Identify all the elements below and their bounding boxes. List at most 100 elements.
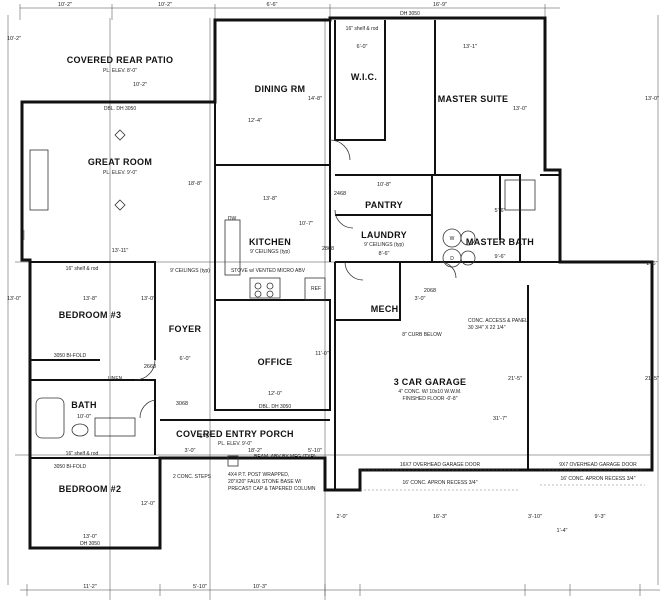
label-foyer: FOYER bbox=[169, 324, 202, 334]
dim-dining-w: 12'-4" bbox=[248, 118, 262, 124]
label-master-suite: MASTER SUITE bbox=[438, 94, 509, 104]
dim-right-3: 2'-6" bbox=[647, 261, 658, 267]
note-ref: REF bbox=[311, 286, 321, 292]
label-laundry: LAUNDRY bbox=[361, 230, 407, 240]
label-bedroom-2: BEDROOM #2 bbox=[59, 484, 122, 494]
dim-bot-1: 11'-2" bbox=[83, 584, 97, 590]
note-attic-size: 30 3/4" X 22 1/4" bbox=[468, 325, 506, 331]
dim-porch-w: 18'-2" bbox=[248, 448, 262, 454]
label-office: OFFICE bbox=[258, 357, 293, 367]
dim-master-h: 13'-0" bbox=[513, 106, 527, 112]
note-shelf-bed3: 16" shelf & rod bbox=[66, 266, 99, 272]
dim-kitchen-h: 10'-7" bbox=[299, 221, 313, 227]
dim-bed2-h: 12'-0" bbox=[141, 501, 155, 507]
label-covered-entry-porch: COVERED ENTRY PORCH bbox=[176, 429, 294, 439]
note-shelf-bed2: 16" shelf & rod bbox=[66, 451, 99, 457]
note-window-office: DBL. DH 3050 bbox=[259, 404, 291, 410]
exterior-walls bbox=[20, 16, 654, 550]
dim-pantry-w: 10'-8" bbox=[377, 182, 391, 188]
note-ceiling-9: 9' CEILINGS (typ) bbox=[170, 268, 210, 274]
dim-top-1: 10'-2" bbox=[58, 2, 72, 8]
dim-great-w: 13'-11" bbox=[112, 248, 129, 254]
dim-office-w: 12'-0" bbox=[268, 391, 282, 397]
dim-porch-h: 5'-6" bbox=[200, 434, 211, 440]
dim-right-1: 13'-0" bbox=[645, 96, 659, 102]
interior-walls bbox=[30, 20, 652, 490]
dim-right-2: 21'-5" bbox=[645, 376, 659, 382]
note-curb: 8" CURB BELOW bbox=[402, 332, 442, 338]
label-garage-slab: 4" CONC. W/ 10x10 W.W.M. bbox=[398, 389, 461, 395]
dim-bot-2: 5'-10" bbox=[193, 584, 207, 590]
note-garage-overhead-right: 9X7 OVERHEAD GARAGE DOOR bbox=[559, 462, 637, 468]
label-bedroom-3: BEDROOM #3 bbox=[59, 310, 122, 320]
label-garage-floor: FINISHED FLOOR -0'-8" bbox=[403, 396, 458, 402]
note-attic-access: CONC. ACCESS & PANEL bbox=[468, 318, 528, 324]
dim-dining-h: 14'-8" bbox=[308, 96, 322, 102]
label-patio-elev: PL. ELEV. 8'-0" bbox=[103, 68, 137, 74]
dim-top-4: 16'-9" bbox=[433, 2, 447, 8]
dim-master-w: 13'-1" bbox=[463, 44, 477, 50]
dim-garage-h: 21'-5" bbox=[508, 376, 522, 382]
dim-bed3-w: 13'-8" bbox=[83, 296, 97, 302]
dim-kitchen-w: 13'-8" bbox=[263, 196, 277, 202]
dim-bot-6: 3'-10" bbox=[528, 514, 542, 520]
dim-top-3: 6'-6" bbox=[267, 2, 278, 8]
notes: 16X7 OVERHEAD GARAGE DOOR 9X7 OVERHEAD G… bbox=[54, 11, 637, 547]
note-window-bedroom2: DH 3050 bbox=[80, 541, 100, 547]
dim-bed2-w: 13'-0" bbox=[83, 534, 97, 540]
dim-bath-w: 10'-0" bbox=[77, 414, 91, 420]
dim-door-3068: 3068 bbox=[176, 401, 188, 407]
dim-laundry-w: 8'-6" bbox=[379, 251, 390, 257]
dim-door-2068: 2068 bbox=[424, 288, 436, 294]
dim-bot-3: 10'-3" bbox=[253, 584, 267, 590]
dim-entry-1: 3'-0" bbox=[185, 448, 196, 454]
label-great-room: GREAT ROOM bbox=[88, 157, 152, 167]
note-window-master: DH 3050 bbox=[400, 11, 420, 17]
dimension-texts: 10'-2" 10'-2" 6'-6" 16'-9" 10'-2" 12'-4"… bbox=[7, 2, 659, 590]
dim-bed3-h: 13'-0" bbox=[141, 296, 155, 302]
dim-bot-4: 2'-0" bbox=[337, 514, 348, 520]
dim-door-2668: 2668 bbox=[144, 364, 156, 370]
dim-office-h: 11'-0" bbox=[315, 351, 329, 357]
note-washer: W bbox=[450, 236, 455, 242]
dim-left-2: 13'-0" bbox=[7, 296, 21, 302]
dim-bot-8: 1'-4" bbox=[557, 528, 568, 534]
label-mech: MECH. bbox=[371, 304, 402, 314]
note-garage-overhead: 16X7 OVERHEAD GARAGE DOOR bbox=[400, 462, 481, 468]
dim-mech-w: 3'-0" bbox=[415, 296, 426, 302]
note-bifold-bed3: 3050 BI-FOLD bbox=[54, 353, 87, 359]
dim-bot-7: 9'-3" bbox=[595, 514, 606, 520]
label-laundry-ceiling: 9' CEILINGS (typ) bbox=[364, 242, 404, 248]
label-pantry: PANTRY bbox=[365, 200, 403, 210]
note-stove: STOVE w/ VENTED MICRO ABV bbox=[231, 268, 306, 274]
dim-foyer-w: 6'-0" bbox=[180, 356, 191, 362]
note-dishwasher: DW bbox=[228, 216, 237, 222]
label-covered-rear-patio: COVERED REAR PATIO bbox=[67, 55, 174, 65]
dim-patio-w: 10'-2" bbox=[133, 82, 147, 88]
fixtures bbox=[29, 129, 645, 491]
dim-great-h: 18'-8" bbox=[188, 181, 202, 187]
label-master-bath: MASTER BATH bbox=[466, 237, 534, 247]
room-labels: COVERED REAR PATIO PL. ELEV. 8'-0" GREAT… bbox=[59, 55, 534, 494]
label-wic: W.I.C. bbox=[351, 72, 377, 82]
dim-wic-w: 6'-0" bbox=[357, 44, 368, 50]
note-post-2: 20"X20" FAUX STONE BASE W/ bbox=[228, 479, 302, 485]
note-bifold-bed2: 3050 BI-FOLD bbox=[54, 464, 87, 470]
note-window-great-room: DBL. DH 3050 bbox=[104, 106, 136, 112]
dim-door-2868: 2868 bbox=[322, 246, 334, 252]
label-garage: 3 CAR GARAGE bbox=[394, 377, 467, 387]
note-beam: BEAM, ABV BY MFG (TYP) bbox=[254, 454, 316, 460]
note-apron-right: 16' CONC. APRON RECESS 3/4" bbox=[561, 476, 636, 482]
dim-garage-w: 31'-7" bbox=[493, 416, 507, 422]
note-apron: 16' CONC. APRON RECESS 3/4" bbox=[403, 480, 478, 486]
note-dryer: D bbox=[450, 256, 454, 262]
label-porch-elev: PL. ELEV. 9'-0" bbox=[218, 441, 252, 447]
note-post-3: PRECAST CAP & TAPERED COLUMN bbox=[228, 486, 316, 492]
dim-left-1: 10'-2" bbox=[7, 36, 21, 42]
note-steps: 2 CONC. STEPS bbox=[173, 474, 212, 480]
note-post-1: 4X4 P.T. POST WRAPPED, bbox=[228, 472, 289, 478]
dim-mb-h: 9'-6" bbox=[495, 254, 506, 260]
label-kitchen-ceiling: 9' CEILINGS (typ) bbox=[250, 249, 290, 255]
label-dining-rm: DINING RM bbox=[255, 84, 306, 94]
